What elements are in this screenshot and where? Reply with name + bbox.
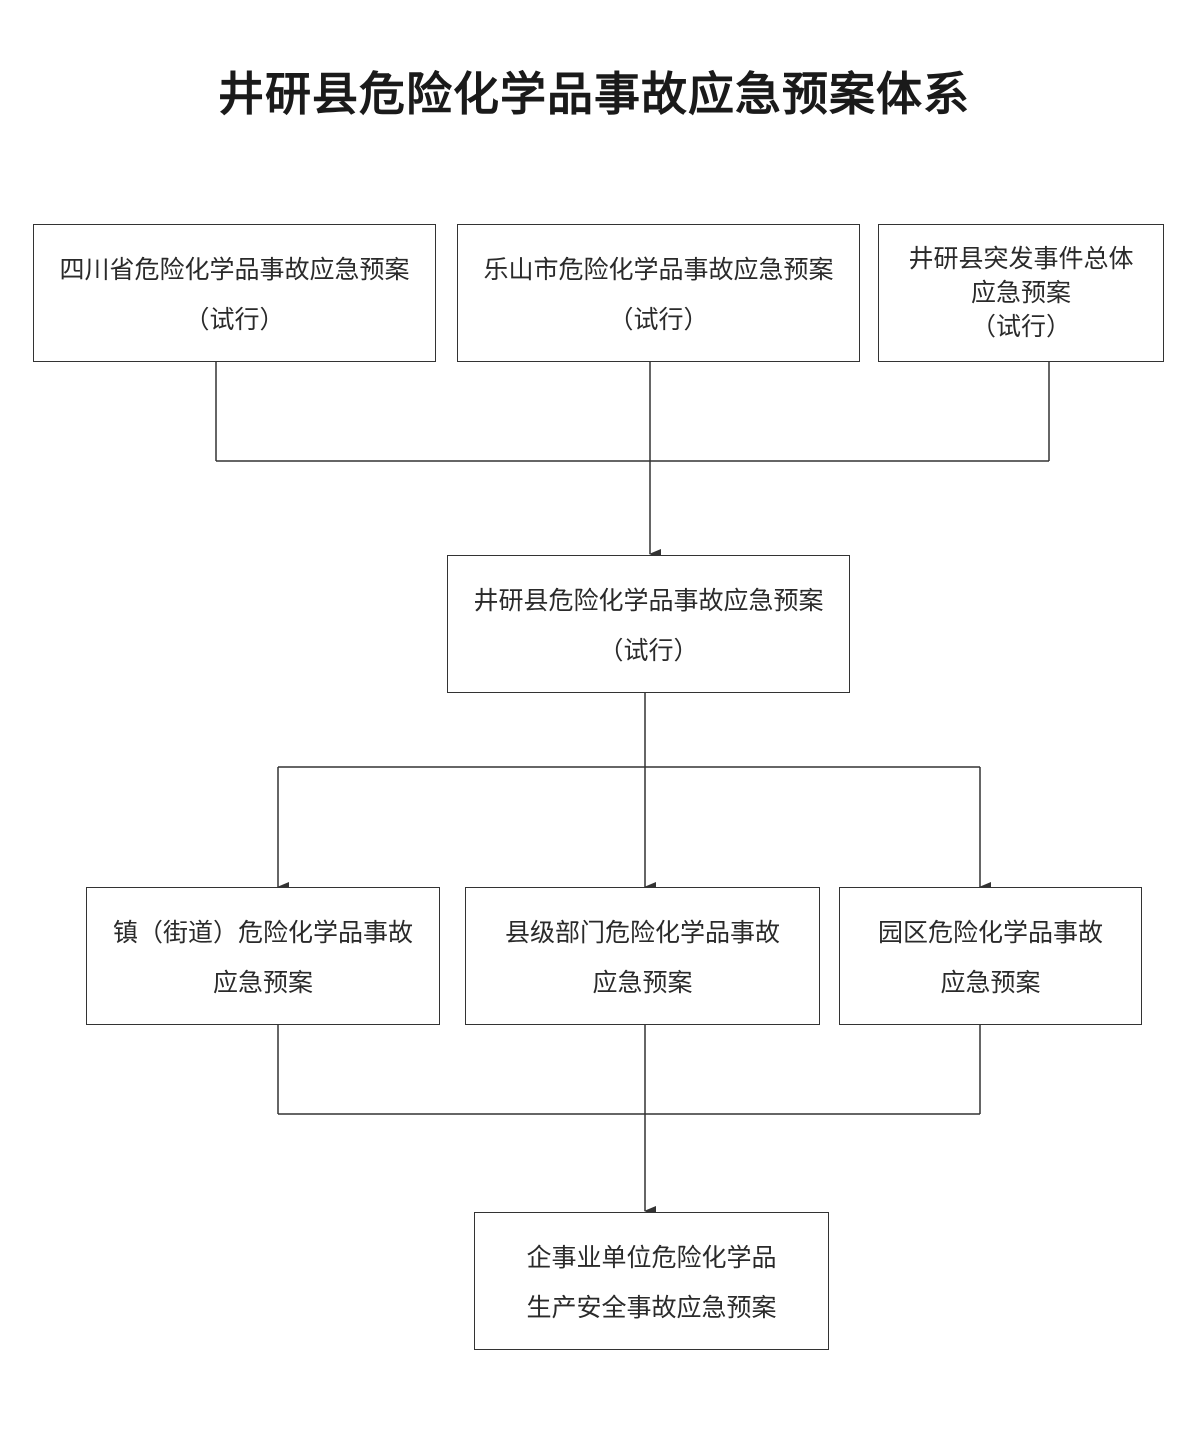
node-enterprise-subtitle: 生产安全事故应急预案 [526, 1293, 777, 1322]
node-leshan-status: （试行） [608, 305, 709, 334]
node-county-general-title: 井研县突发事件总体 [908, 244, 1134, 273]
node-town-subtitle: 应急预案 [212, 968, 313, 997]
node-department-title: 县级部门危险化学品事故 [504, 918, 780, 947]
node-county-hazchem-status: （试行） [598, 636, 699, 665]
node-sichuan-status: （试行） [184, 305, 285, 334]
node-county-general-plan: 井研县突发事件总体 应急预案 （试行） [878, 224, 1164, 362]
node-county-hazchem-title: 井研县危险化学品事故应急预案 [473, 586, 824, 615]
node-park-subtitle: 应急预案 [940, 968, 1041, 997]
node-department-plan: 县级部门危险化学品事故 应急预案 [465, 887, 820, 1025]
node-sichuan-title: 四川省危险化学品事故应急预案 [59, 255, 410, 284]
node-park-title: 园区危险化学品事故 [877, 918, 1103, 947]
node-enterprise-plan: 企事业单位危险化学品 生产安全事故应急预案 [474, 1212, 829, 1350]
node-county-general-status: （试行） [970, 312, 1071, 341]
node-county-hazchem-plan: 井研县危险化学品事故应急预案 （试行） [447, 555, 850, 693]
node-town-title: 镇（街道）危险化学品事故 [112, 918, 413, 947]
node-town-plan: 镇（街道）危险化学品事故 应急预案 [86, 887, 440, 1025]
node-leshan-title: 乐山市危险化学品事故应急预案 [483, 255, 834, 284]
node-leshan-plan: 乐山市危险化学品事故应急预案 （试行） [457, 224, 860, 362]
node-county-general-subtitle: 应急预案 [970, 278, 1071, 307]
node-park-plan: 园区危险化学品事故 应急预案 [839, 887, 1142, 1025]
node-department-subtitle: 应急预案 [592, 968, 693, 997]
node-enterprise-title: 企事业单位危险化学品 [526, 1243, 777, 1272]
diagram-title: 井研县危险化学品事故应急预案体系 [218, 67, 970, 121]
node-sichuan-plan: 四川省危险化学品事故应急预案 （试行） [33, 224, 436, 362]
